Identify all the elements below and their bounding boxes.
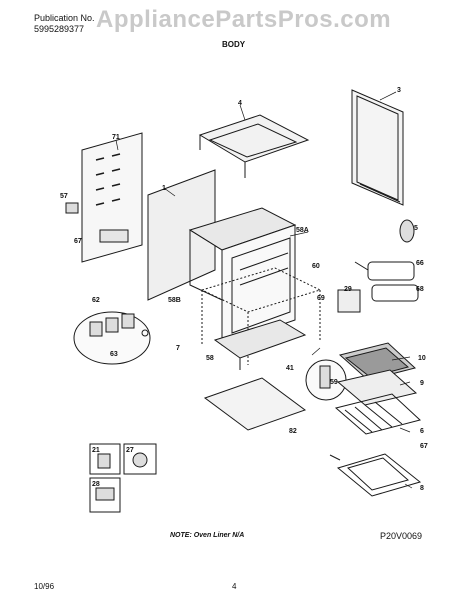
callout-71: 71: [112, 134, 120, 141]
callout-27: 27: [126, 447, 134, 454]
callout-68: 68: [416, 286, 424, 293]
inset-parts: [89, 443, 157, 513]
floor-panel: [203, 377, 307, 431]
section-title: BODY: [222, 40, 246, 49]
bracket: [337, 289, 361, 313]
callout-7: 7: [176, 345, 180, 352]
door-panel: [351, 89, 404, 206]
callout-66: 66: [416, 260, 424, 267]
control-bracket: [73, 311, 151, 365]
callout-60: 60: [312, 263, 320, 270]
callout-62: 62: [92, 297, 100, 304]
light-socket: [305, 359, 347, 401]
callout-10: 10: [418, 355, 426, 362]
callout-4: 4: [238, 100, 242, 107]
footer-date: 10/96: [34, 582, 55, 591]
oven-rack: [334, 393, 422, 435]
figure-code: P20V0069: [380, 531, 423, 541]
oven-frame: [200, 267, 322, 365]
callout-9: 9: [420, 380, 424, 387]
top-panel: [198, 114, 310, 178]
callout-67b: 67: [420, 443, 428, 450]
igniter: [399, 219, 415, 243]
publication-number: 5995289377: [34, 24, 85, 34]
footnote: NOTE: Oven Liner N/A: [170, 532, 245, 539]
oven-body: [147, 169, 297, 346]
callout-6: 6: [420, 428, 424, 435]
bake-element-bottom: [329, 453, 422, 497]
broil-pan-insert: [338, 342, 417, 381]
broiler-drawer: [213, 319, 307, 370]
broil-pan: [336, 369, 418, 406]
callout-67: 67: [74, 238, 82, 245]
callout-58: 58: [206, 355, 214, 362]
bake-element: [354, 261, 419, 302]
page-number: 4: [232, 582, 237, 591]
callout-69: 69: [317, 295, 325, 302]
callout-58a: 58A: [296, 227, 309, 234]
callout-21: 21: [92, 447, 100, 454]
callout-59: 59: [330, 379, 338, 386]
callout-28: 28: [92, 481, 100, 488]
callout-8: 8: [420, 485, 424, 492]
callout-1: 1: [162, 185, 166, 192]
callout-82: 82: [289, 428, 297, 435]
callout-5: 5: [414, 225, 418, 232]
callout-29: 29: [344, 286, 352, 293]
callout-41: 41: [286, 365, 294, 372]
callout-63: 63: [110, 351, 118, 358]
watermark: AppliancePartsPros.com: [96, 6, 392, 33]
callout-57: 57: [60, 193, 68, 200]
publication-label: Publication No.: [34, 13, 95, 23]
callout-3: 3: [397, 87, 401, 94]
callout-58b: 58B: [168, 297, 181, 304]
